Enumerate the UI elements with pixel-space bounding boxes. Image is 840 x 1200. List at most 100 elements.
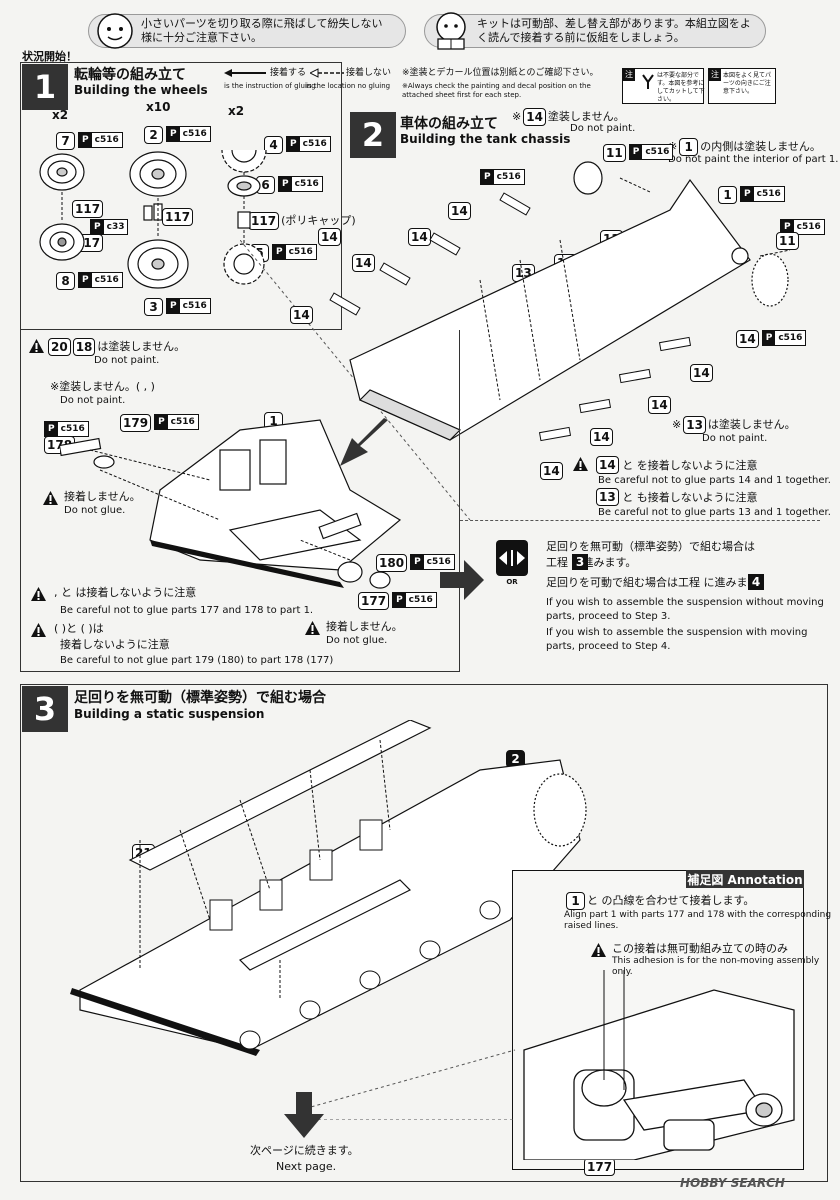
no-glue-en-2: Do not glue. xyxy=(326,635,388,646)
legend-noglue-jp: 接着しない xyxy=(346,68,392,78)
warning-icon xyxy=(573,457,588,471)
annotation-title: 補足図 Annotation xyxy=(686,870,804,888)
step1-title-en: Building the wheels xyxy=(74,83,208,97)
qty-a: x2 xyxy=(52,108,69,122)
start-label: 状況開始！ xyxy=(22,50,77,63)
static-suspension-drawing xyxy=(70,720,587,1056)
watermark-text: HOBBY SEARCH xyxy=(680,1176,785,1190)
proceed-arrow-icon xyxy=(440,560,484,600)
careful-13-1: 13 と も接着しないように注意 xyxy=(596,488,757,506)
note-orientation-text: 本図をよく見てパーツの向きにご注意下さい。 xyxy=(723,72,772,95)
tip-small-parts-text: 小さいパーツを切り取る際に飛ばして紛失しない様に十分ご注意下さい。 xyxy=(141,17,383,44)
choice-line1: 足回りを無可動（標準姿勢）で組む場合は xyxy=(546,540,755,553)
annotation-connector xyxy=(300,1049,516,1120)
choice-en2: parts, proceed to Step 3. xyxy=(546,611,671,622)
or-label: OR xyxy=(506,578,518,586)
tip-movable-text: キットは可動部、差し替え部があります。本組立図をよく読んで接着する前に仮組をしま… xyxy=(477,17,751,44)
next-page-jp: 次ページに続きます。 xyxy=(250,1144,359,1157)
anno-warn-jp: この接着は無可動組み立ての時のみ xyxy=(612,942,788,955)
anno-warn-en: This adhesion is for the non-moving asse… xyxy=(612,956,820,977)
label-part-14-6: 14 xyxy=(290,304,313,324)
no-glue-jp: 接着しません。 xyxy=(64,490,141,503)
label-part-14-r4: 14 xyxy=(590,426,613,446)
warning-icon xyxy=(305,621,320,635)
down-arrow-icon xyxy=(284,1092,324,1138)
note-cut-text: は不要な部分です。本図を参考にしてカットして下さい。 xyxy=(657,72,705,103)
warning-icon xyxy=(591,943,606,957)
no-paint-178-177: ※塗装しません。( , ) xyxy=(50,380,155,393)
choice-line2: 工程 に進みます。 xyxy=(546,556,637,569)
label-part-117-a: 117 xyxy=(72,198,104,218)
paint-note-jp: ※塗装とデカール位置は別紙とのご確認下さい。 xyxy=(402,68,599,78)
detail-frame xyxy=(20,330,460,672)
chassis-drawing xyxy=(329,161,791,442)
step1-frame xyxy=(20,62,342,330)
label-part-117-b: 117 xyxy=(162,206,194,226)
note-box-orientation: 注 本図をよく見てパーツの向きにご注意下さい。 xyxy=(708,68,776,104)
warning-icon xyxy=(43,491,58,505)
careful-14-1-en: Be careful not to glue parts 14 and 1 to… xyxy=(598,475,831,486)
label-part-2-step3: 2 xyxy=(506,748,525,768)
legend-noglue-en: is the location no gluing xyxy=(306,82,391,90)
step2-title-en: Building the tank chassis xyxy=(400,132,571,146)
suspension-detail-drawing xyxy=(60,419,402,589)
anno-align-en1: Align part 1 with parts 177 and 178 with… xyxy=(564,910,832,920)
step1-number: 1 xyxy=(22,64,68,110)
note-label-2: 注 xyxy=(709,69,721,81)
warning-icon xyxy=(31,623,46,637)
anno-align-en2: raised lines. xyxy=(564,921,619,931)
no-paint-178-177-en: Do not paint. xyxy=(60,395,126,406)
mascot-icon xyxy=(97,13,133,49)
warn-179-180-en: Be careful to not glue part 179 (180) to… xyxy=(60,655,334,666)
cut-icon xyxy=(642,74,654,89)
choice-en4: parts, proceed to Step 4. xyxy=(546,641,671,652)
step2-title-jp: 車体の組み立て xyxy=(400,116,498,132)
note-part14-no-paint-en: Do not paint. xyxy=(570,123,636,134)
careful-14-1: 14 と を接着しないように注意 xyxy=(596,456,757,474)
or-icon xyxy=(496,540,528,576)
step1-title-jp: 転輪等の組み立て xyxy=(74,67,186,83)
warning-icon xyxy=(29,339,44,353)
label-part-14-4: 14 xyxy=(318,226,341,246)
tip-movable: キットは可動部、差し替え部があります。本組立図をよく読んで接着する前に仮組をしま… xyxy=(424,12,766,50)
choice-en3: If you wish to assemble the suspension w… xyxy=(546,627,808,638)
warning-icon xyxy=(31,587,46,601)
legend-glue-jp: 接着する xyxy=(270,68,307,78)
careful-13-1-en: Be careful not to glue parts 13 and 1 to… xyxy=(598,507,831,518)
glue-arrow-icon xyxy=(224,69,266,77)
step3-title-jp: 足回りを無可動（標準姿勢）で組む場合 xyxy=(74,690,326,706)
note-part13-no-paint-en: Do not paint. xyxy=(702,433,768,444)
note-label: 注 xyxy=(623,69,635,81)
choice-region xyxy=(460,520,820,670)
label-part-14-r2: 14 xyxy=(690,362,713,382)
direction-arrow-icon xyxy=(340,418,388,466)
mascot-reading-icon xyxy=(436,12,466,50)
paint-note-en: ※Always check the painting and decal pos… xyxy=(402,82,591,99)
note-box-cut: 注 は不要な部分です。本図を参考にしてカットして下さい。 xyxy=(622,68,705,104)
no-paint-20-18-en: Do not paint. xyxy=(94,355,160,366)
legend-glue-en: is the instruction of gluing xyxy=(224,82,316,90)
step3-frame xyxy=(20,684,828,1182)
noglue-arrow-icon xyxy=(310,68,344,78)
choice-step3-badge: 3 xyxy=(572,554,588,570)
label-part-14-1: 14 xyxy=(448,200,471,220)
annotation-drawing xyxy=(523,970,795,1160)
wheel-assembly-drawing xyxy=(39,150,267,289)
warn-177-178: , と は接着しないように注意 xyxy=(54,586,197,599)
